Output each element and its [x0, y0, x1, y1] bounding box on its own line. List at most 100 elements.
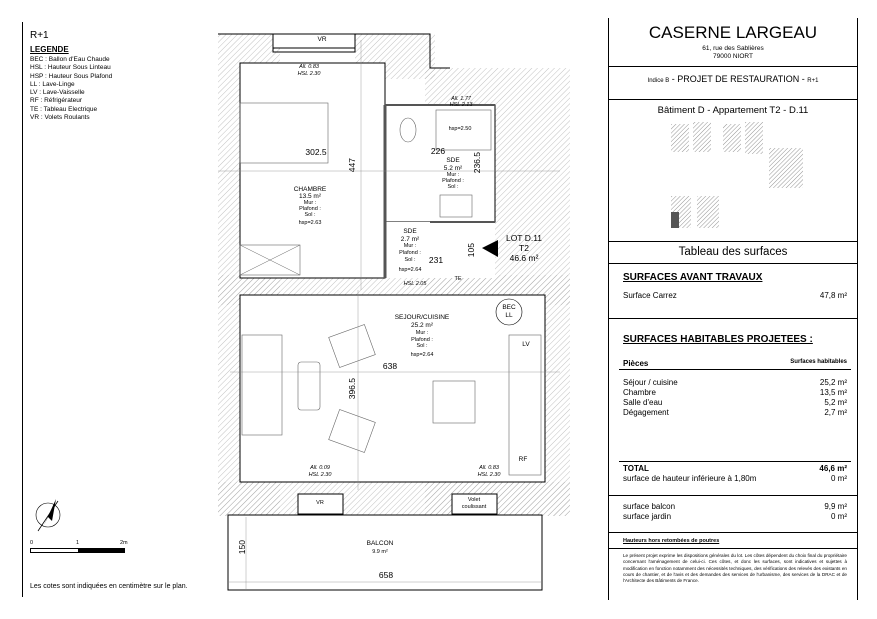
legend-list: BEC : Ballon d'Eau Chaude HSL : Hauteur … [30, 56, 112, 122]
address-line: 61, rue des Sablières [702, 45, 764, 52]
level-label: R+1 [30, 30, 49, 41]
kitchen-counter [508, 334, 542, 476]
lot-area: 46.6 m² [509, 253, 539, 263]
vr-box-bottom [297, 493, 344, 515]
lot-type: T2 [519, 243, 529, 253]
room-mur: Mur : [415, 330, 429, 336]
room-value: 25,2 m² [819, 378, 847, 387]
room-area: 25.2 m² [410, 322, 434, 329]
col-pieces: Pièces [623, 359, 649, 368]
dimension: 638 [382, 361, 398, 371]
bec-circle [495, 298, 523, 326]
room-sol: Sol : [447, 184, 459, 190]
wardrobe [239, 244, 301, 276]
project-title: CASERNE LARGEAU [648, 23, 818, 42]
beam-note: Hauteurs hors retombées de poutres [623, 538, 720, 544]
units-note: Les cotes sont indiquées en centimètre s… [30, 583, 188, 590]
window-hsl: HSL 2.30 [297, 71, 321, 77]
room-value: 13,5 m² [819, 388, 847, 397]
room-plafond: Plafond : [399, 250, 421, 256]
volet-box [451, 493, 498, 515]
section-title: SURFACES AVANT TRAVAUX [623, 272, 763, 283]
project-level: R+1 [807, 78, 819, 84]
section-title: SURFACES HABITABLES PROJETEES : [623, 334, 813, 345]
project-index: Indice B - PROJET DE RESTAURATION - R+1 [647, 74, 819, 84]
room-hsp: hsp=2.64 [410, 352, 434, 358]
dimension: 447 [347, 158, 357, 173]
scale-tick: 2m [120, 540, 128, 546]
dimension: 105 [466, 243, 476, 258]
row-value: 9,9 m² [824, 502, 847, 511]
rf-label: RF [518, 456, 528, 463]
window-all: All. 0.09 [310, 465, 330, 471]
room-sde2 [385, 222, 495, 278]
legend-title: LEGENDE [30, 45, 69, 54]
sofa [241, 334, 283, 436]
room-plafond: Plafond : [299, 206, 321, 212]
dimension: 236.5 [472, 152, 482, 174]
room-area: 5.2 m² [443, 165, 463, 172]
dining-table [432, 380, 476, 424]
room-sol: Sol : [404, 257, 416, 263]
vr-box-top [272, 33, 356, 49]
legend-item: LV : Lave-Vaisselle [30, 89, 85, 97]
legend-item: TE : Tableau Electrique [30, 105, 98, 113]
room-sejour [239, 294, 546, 483]
legend-item: RF : Réfrigérateur [30, 97, 83, 105]
room-name: SDE [446, 157, 460, 164]
balcony [227, 514, 543, 591]
window-all: All. 0.83 [299, 64, 319, 70]
table-row: Séjour / cuisine 25,2 m² [623, 378, 847, 387]
bec-label: BEC [502, 304, 516, 311]
coffee-table [297, 361, 321, 411]
table-title: Tableau des surfaces [678, 246, 788, 258]
room-area: 9.9 m² [372, 549, 388, 555]
vr-top-label: VR [317, 36, 327, 43]
lv-label: LV [522, 341, 530, 348]
room-sol: Sol : [416, 343, 428, 349]
total-value: 46,6 m² [819, 464, 847, 473]
legend-item: BEC : Ballon d'Eau Chaude [30, 56, 110, 63]
dimension: 658 [378, 570, 394, 580]
room-hsp: hsp=2.50 [448, 126, 472, 132]
north-arrow-icon [35, 499, 61, 532]
window-hsl: HSL 2.30 [477, 472, 501, 478]
room-name: SDE [403, 228, 417, 235]
sink [439, 194, 473, 218]
bathtub [435, 109, 492, 151]
row-label: surface de hauteur inférieure à 1,80m [623, 474, 757, 483]
building-label: Bâtiment D - Appartement T2 - D.11 [657, 105, 809, 116]
building-location-map [671, 122, 803, 228]
room-plafond: Plafond : [442, 178, 464, 184]
room-name: SEJOUR/CUISINE [394, 314, 450, 321]
room-label: Salle d'eau [623, 398, 663, 407]
indice: Indice B [647, 78, 670, 84]
disclaimer: Le présent projet exprime les dispositio… [623, 553, 847, 584]
window-hsl: HSL 2.30 [308, 472, 332, 478]
room-area: 13.5 m² [298, 193, 322, 200]
frame-line [22, 22, 23, 597]
scale-bar [30, 548, 125, 553]
hsl-entry: HSL 2.05 [403, 281, 427, 287]
floor-plan [218, 33, 570, 591]
room-hsp: hsp=2.63 [298, 220, 322, 226]
ll-label: LL [505, 312, 513, 319]
vr-bottom-label: VR [316, 500, 324, 506]
row-label: surface jardin [623, 512, 672, 521]
room-label: Séjour / cuisine [623, 378, 678, 387]
room-name: CHAMBRE [293, 186, 327, 193]
room-mur: Mur : [303, 200, 317, 206]
window-hsl: HSL 2.13 [449, 102, 473, 108]
room-plafond: Plafond : [411, 337, 433, 343]
project-name: PROJET DE RESTAURATION [677, 74, 800, 84]
entry-arrow-icon [482, 240, 498, 257]
room-mur: Mur : [446, 172, 460, 178]
window-all: All. 0.83 [479, 465, 499, 471]
legend-item: LL : Lave-Linge [30, 80, 75, 88]
legend-item: HSL : Hauteur Sous Linteau [30, 64, 111, 72]
col-surfaces: Surfaces habitables [790, 359, 847, 365]
